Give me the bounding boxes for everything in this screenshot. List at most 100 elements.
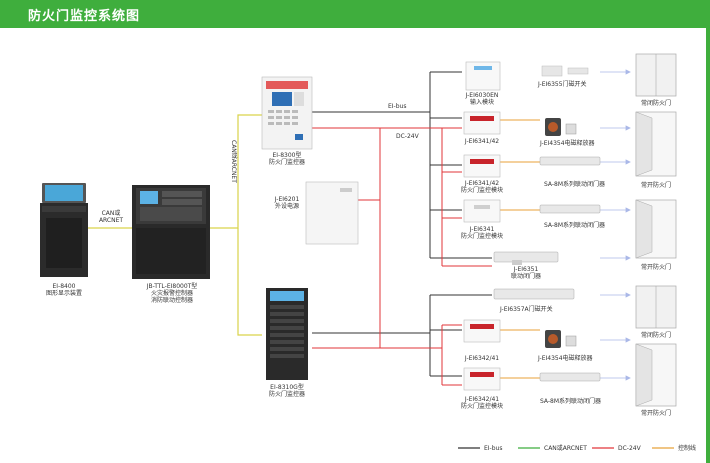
ei8310-label: EI-8310G型 防火门监控器 <box>256 384 318 398</box>
ei8300-model: EI-8300型 <box>272 152 302 159</box>
ei8400-label: EI-8400 图形显示装置 <box>40 283 88 297</box>
ei4354-release-b <box>545 330 577 348</box>
ei6030-label: J-EI6030EN 输入模块 <box>452 92 512 106</box>
sa8m-closer-3 <box>539 372 601 382</box>
ei6341-b-label: J-EI6341/42 防火门监控模块 <box>452 180 512 194</box>
door-2-label: 常开防火门 <box>640 182 671 189</box>
ei8310-model: EI-8310G型 <box>270 384 304 391</box>
door-normally-closed-2 <box>635 285 677 329</box>
sa8m-1-label: SA-8M系列联动闭门器 <box>544 181 606 188</box>
ei6201-name: 外设电源 <box>274 203 299 210</box>
ei8300-name: 防火门监控器 <box>268 159 305 166</box>
signal-arrowhead <box>625 207 631 213</box>
ei6201-model: J-EI6201 <box>274 196 300 203</box>
jb-ttl-controller-device <box>132 185 210 279</box>
ei4354-b-label: J-EI4354电磁释放器 <box>538 355 593 362</box>
ei6342-module-a <box>463 319 501 343</box>
ei6342-a-label: J-EI6342/41 <box>464 355 500 362</box>
ei6030-model: J-EI6030EN <box>465 92 499 99</box>
can-arcnet-label: CAN或 ARCNET <box>92 210 130 224</box>
control-wires <box>500 119 540 379</box>
eibus-wires <box>312 71 492 377</box>
ei6341-module-b <box>463 154 501 178</box>
signal-arrowhead <box>625 292 631 298</box>
sa8m-2-label: SA-8M系列联动闭门器 <box>544 222 606 229</box>
ei6341-c-label: J-EI6341 防火门监控模块 <box>452 226 512 240</box>
jb-ttl-name1: 火灾报警控制器 <box>150 290 193 297</box>
can-arcnet-wires <box>88 114 262 336</box>
ei6355-magnet-device <box>541 65 589 77</box>
ei6341-a-label: J-EI6341/42 <box>464 138 500 145</box>
ei6341-module-a <box>463 111 501 135</box>
door-normally-open-2 <box>635 199 677 259</box>
right-accent-strip <box>706 28 710 463</box>
ei6342-module-b <box>463 367 501 391</box>
page-title: 防火门监控系统图 <box>28 9 141 24</box>
sa8m-closer-2 <box>539 204 601 214</box>
door-3-label: 常开防火门 <box>640 264 671 271</box>
ei6201-label: J-EI6201 外设电源 <box>268 196 306 210</box>
sa8m-closer-1 <box>539 156 601 166</box>
ei6341-c-name: 防火门监控模块 <box>460 233 503 240</box>
can-arcnet-vertical-label: CAN或ARCNET <box>230 140 237 183</box>
door-normally-closed-1 <box>635 53 677 97</box>
can-wire-upper <box>210 114 262 229</box>
signal-arrowhead <box>625 375 631 381</box>
can-wire-lower <box>237 228 262 336</box>
dc-psu-up <box>358 128 381 201</box>
door-4-label: 常闭防火门 <box>640 332 671 339</box>
header-bar: 防火门监控系统图 <box>0 0 710 28</box>
signal-arrowhead <box>625 69 631 75</box>
ei4354-release-a <box>545 118 577 136</box>
legend-label-eibus: EI-bus <box>484 445 503 452</box>
ei6030-name: 输入模块 <box>469 99 494 106</box>
ei6201-psu-device <box>305 181 359 245</box>
ei4354-a-label: J-EI4354电磁释放器 <box>540 140 595 147</box>
ei6355-label: J-EI6355门磁开关 <box>538 81 587 88</box>
ei6341-b-model: J-EI6341/42 <box>464 180 500 187</box>
ei8300-label: EI-8300型 防火门监控器 <box>256 152 318 166</box>
legend-label-can: CAN或ARCNET <box>544 445 587 452</box>
ei8400-device <box>40 183 88 277</box>
ei8310-device <box>266 288 308 380</box>
eibus-label: EI-bus <box>388 103 407 110</box>
jb-ttl-label: JB-TTL-EI8000T型 火灾报警控制器 消防联动控制器 <box>120 283 224 304</box>
door-5-label: 常开防火门 <box>640 410 671 417</box>
jb-ttl-name2: 消防联动控制器 <box>150 297 193 304</box>
ei6342-b-label: J-EI6342/41 防火门监控模块 <box>452 396 512 410</box>
ei6341-module-c <box>463 199 501 223</box>
legend-label-dc: DC-24V <box>618 445 641 452</box>
ei8300-device <box>261 76 313 150</box>
ei6351-closer <box>493 251 559 265</box>
ei8310-name: 防火门监控器 <box>268 391 305 398</box>
ei6351-label: J-EI6351 联动闭门器 <box>500 266 552 280</box>
signal-arrowhead <box>625 337 631 343</box>
door-1-label: 常闭防火门 <box>640 100 671 107</box>
door-normally-open-3 <box>635 343 677 407</box>
ei6341-b-name: 防火门监控模块 <box>460 187 503 194</box>
jb-ttl-model: JB-TTL-EI8000T型 <box>146 283 198 290</box>
signal-arrowhead <box>625 255 631 261</box>
can-arcnet-line1: CAN或 <box>101 210 121 217</box>
ei6351-name: 联动闭门器 <box>510 273 541 280</box>
ei8400-name: 图形显示装置 <box>45 290 82 297</box>
sa8m-3-label: SA-8M系列联动闭门器 <box>540 398 602 405</box>
signal-arrowhead <box>625 159 631 165</box>
signal-arrowhead <box>625 125 631 131</box>
dc24-wires <box>312 127 492 386</box>
dc24-label: DC-24V <box>396 133 419 140</box>
ei6342-b-name: 防火门监控模块 <box>460 403 503 410</box>
ei6351-model: J-EI6351 <box>513 266 539 273</box>
ei6342-b-model: J-EI6342/41 <box>464 396 500 403</box>
can-arcnet-line2: ARCNET <box>98 217 124 224</box>
ei6357-magnet-device <box>493 288 575 300</box>
dc-psu-down <box>379 200 442 349</box>
ei6030-module-device <box>465 61 501 91</box>
door-normally-open-1 <box>635 111 677 177</box>
legend-label-ctrl: 控制线 <box>678 445 697 452</box>
signal-arrows <box>600 69 631 381</box>
ei6357-label: J-EI6357A门磁开关 <box>500 306 553 313</box>
ei6341-c-model: J-EI6341 <box>469 226 495 233</box>
ei8400-model: EI-8400 <box>52 283 76 290</box>
